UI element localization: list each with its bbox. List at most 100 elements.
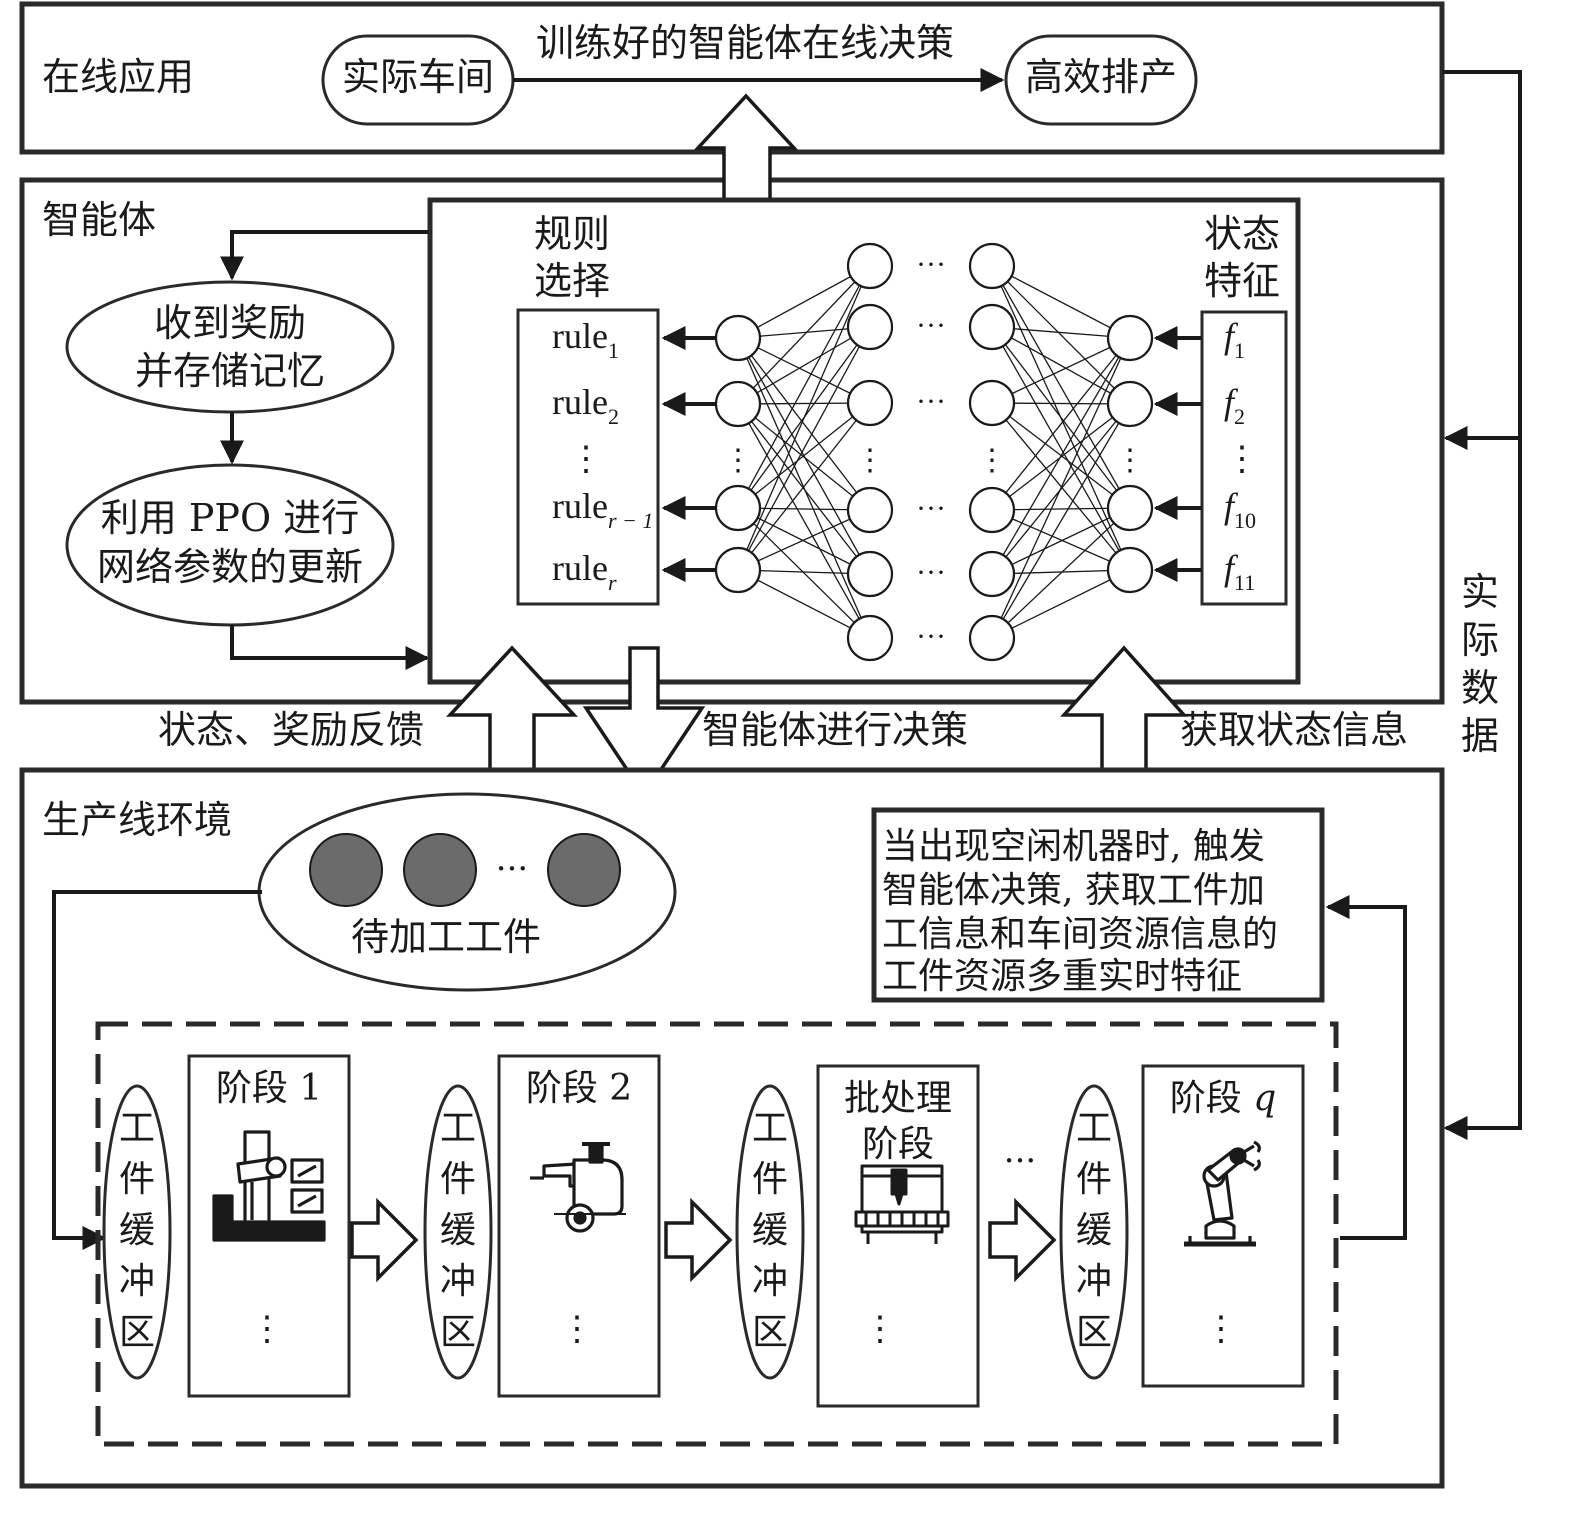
input-node: [1106, 484, 1154, 532]
reward-memory-line2: 并存储记忆: [135, 349, 325, 393]
hidden-node: [846, 550, 894, 598]
network-edge: [991, 337, 1131, 511]
deploy-hollow-arrow: [694, 93, 798, 202]
agent-decision-label: 智能体进行决策: [702, 708, 968, 752]
network-to-reward-arrow: [220, 230, 430, 281]
network-edge: [991, 569, 1131, 639]
network-edge: [737, 326, 871, 571]
hidden-node: [846, 303, 894, 351]
network-edge: [991, 265, 1131, 405]
robot-arm-icon: [1184, 1140, 1261, 1247]
online-title: 在线应用: [42, 55, 194, 99]
network-edge: [737, 403, 871, 575]
hidden-node: [968, 303, 1016, 351]
buffer-label: 工件缓冲区: [752, 1108, 788, 1353]
network-edge: [991, 265, 1131, 509]
online-decision-label: 训练好的智能体在线决策: [536, 21, 954, 65]
state-header-line1: 状态: [1204, 212, 1280, 256]
stage-machine-ellipsis: ⋮: [1204, 1311, 1238, 1348]
stage-title: 阶段 q: [1170, 1078, 1277, 1119]
trigger-line-2: 智能体决策, 获取工件加: [882, 870, 1265, 911]
efficient-scheduling-label: 高效排产: [1025, 55, 1177, 99]
job-circle: [309, 833, 383, 907]
real-data-label-bg: [1460, 570, 1506, 760]
rule-vertical-ellipsis: ⋮: [569, 441, 603, 478]
stage-ellipsis: ···: [1004, 1141, 1036, 1181]
network-edge: [737, 265, 871, 571]
hidden-node: [968, 614, 1016, 662]
stage-transfer-arrow: [664, 1197, 733, 1283]
network-edge: [991, 326, 1131, 571]
network-edge: [991, 402, 1131, 509]
real-data-to-env-arrow: [1442, 70, 1522, 1140]
job-ellipsis: ···: [496, 849, 528, 889]
reward-memory-line1: 收到奖励: [154, 301, 306, 345]
job-circle: [403, 833, 477, 907]
hidden-node: [846, 379, 894, 427]
network-edge: [991, 265, 1131, 571]
hidden-node: [968, 379, 1016, 427]
node-vertical-ellipsis: ⋮: [1115, 444, 1145, 477]
network-edge: [991, 326, 1131, 405]
production-line-dashed-box: [95, 1021, 1339, 1447]
network-edge: [737, 402, 871, 571]
buffer-label: 工件缓冲区: [440, 1108, 476, 1353]
buffer-label: 工件缓冲区: [119, 1108, 155, 1353]
rule-header-line2: 选择: [534, 259, 610, 303]
stage-title: 阶段 1: [216, 1068, 322, 1109]
rule-label: rule2: [552, 382, 619, 429]
feature-list-box: [1200, 310, 1288, 606]
agent-title: 智能体: [42, 198, 156, 242]
stage-title: 批处理: [844, 1078, 952, 1119]
neural-network: ··················⋮⋮⋮⋮: [661, 242, 1202, 662]
network-edge: [737, 337, 871, 404]
stage-machine-ellipsis: ⋮: [863, 1311, 897, 1348]
stage-machine-ellipsis: ⋮: [560, 1311, 594, 1348]
rule-label: ruler − 1: [552, 486, 653, 533]
output-node: [714, 314, 762, 362]
buffer-ellipse: [102, 1084, 172, 1380]
layer-ellipsis: ···: [916, 556, 946, 589]
buffer-label: 工件缓冲区: [1076, 1108, 1112, 1353]
trigger-line-1: 当出现空闲机器时, 触发: [882, 826, 1265, 867]
output-node: [714, 380, 762, 428]
node-vertical-ellipsis: ⋮: [723, 444, 753, 477]
machine-tool-icon: [212, 1130, 326, 1242]
buffer-ellipse: [423, 1084, 493, 1380]
layer-ellipsis: ···: [916, 248, 946, 281]
hidden-node: [846, 614, 894, 662]
real-data-label: 实际数据: [1461, 570, 1499, 758]
network-edge: [737, 509, 871, 571]
trigger-line-3: 工信息和车间资源信息的: [882, 914, 1278, 955]
input-node: [1106, 314, 1154, 362]
environment-title: 生产线环境: [42, 798, 232, 842]
network-edge: [737, 403, 871, 639]
stage-transfer-arrow: [350, 1197, 419, 1283]
buffer-ellipse: [1059, 1084, 1129, 1380]
grinder-icon: [530, 1142, 626, 1233]
node-vertical-ellipsis: ⋮: [855, 444, 885, 477]
job-circle: [547, 833, 621, 907]
stage-machine-ellipsis: ⋮: [250, 1311, 284, 1348]
input-node: [1106, 380, 1154, 428]
stage-box: [816, 1064, 980, 1408]
rule-list-box: [516, 308, 660, 606]
trigger-line-4: 工件资源多重实时特征: [882, 956, 1242, 997]
batch-machine-icon: [854, 1164, 950, 1244]
rule-label: ruler: [552, 548, 617, 595]
stage-transfer-arrow: [988, 1197, 1057, 1283]
stage-title: 阶段 2: [526, 1068, 632, 1109]
state-header-line2: 特征: [1204, 259, 1280, 303]
network-edge: [737, 569, 871, 639]
network-edge: [991, 509, 1131, 571]
network-edge: [991, 265, 1131, 339]
jobs-pool-label: 待加工工件: [351, 915, 541, 959]
buffer-group: 工件缓冲区 工件缓冲区 工件缓冲区 工件缓冲区: [102, 1084, 1129, 1380]
get-state-label: 获取状态信息: [1180, 708, 1408, 752]
network-edge: [737, 265, 871, 339]
layer-ellipsis: ···: [916, 620, 946, 653]
network-edge: [737, 265, 871, 509]
network-edge: [737, 337, 871, 511]
